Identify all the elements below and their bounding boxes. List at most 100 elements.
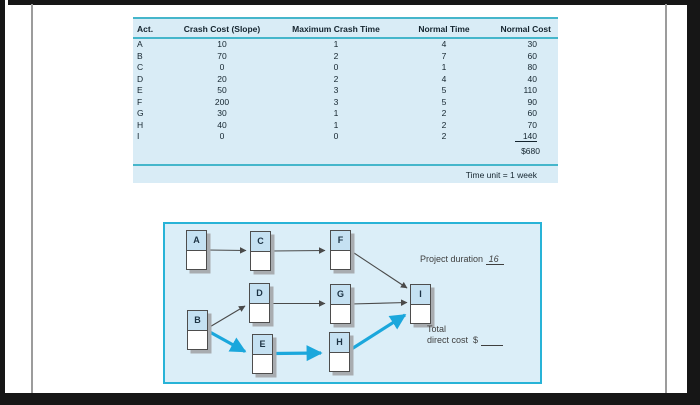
cell-act: A bbox=[137, 39, 143, 49]
cell-normal-time: 4 bbox=[441, 73, 447, 84]
node-label: G bbox=[331, 285, 350, 305]
cell-normal-cost: 80 bbox=[527, 62, 537, 72]
table-top-rule bbox=[133, 17, 558, 19]
edge-c-f bbox=[270, 247, 326, 254]
time-unit-note: Time unit = 1 week bbox=[465, 170, 537, 180]
node-H: H bbox=[329, 332, 350, 372]
cell-max-crash-time: 0 bbox=[333, 131, 339, 141]
cell-normal-cost: 110 bbox=[523, 85, 537, 95]
cell-act: H bbox=[137, 119, 144, 130]
currency-symbol: $ bbox=[473, 335, 479, 345]
cell-crash-cost: 10 bbox=[217, 39, 227, 49]
cell-crash-cost: 20 bbox=[217, 73, 227, 84]
crash-cost-table: Act. Crash Cost (Slope) Maximum Crash Ti… bbox=[133, 17, 558, 183]
scan-border-top bbox=[8, 0, 700, 5]
node-label: F bbox=[331, 231, 350, 251]
project-network-diagram: A C F D G I B E H Project duration 16 To… bbox=[163, 222, 542, 384]
cell-normal-cost: 140 bbox=[483, 131, 558, 143]
scan-border-left bbox=[0, 0, 5, 398]
table-row: A 10 1 4 30 bbox=[133, 39, 558, 51]
table-row: H 40 1 2 70 bbox=[133, 120, 558, 132]
edge-g-i bbox=[350, 299, 408, 306]
cell-normal-time: 7 bbox=[441, 50, 447, 61]
cell-crash-cost: 70 bbox=[217, 50, 227, 61]
cell-crash-cost: 200 bbox=[214, 96, 230, 107]
cell-act: G bbox=[137, 108, 144, 118]
scan-border-right bbox=[687, 0, 700, 393]
cell-crash-cost: 0 bbox=[219, 62, 225, 72]
table-row: E 50 3 5 110 bbox=[133, 85, 558, 97]
total-direct-cost-annotation: Total direct cost $ bbox=[427, 324, 503, 346]
edge-a-c bbox=[206, 247, 247, 254]
direct-cost-label: direct cost bbox=[427, 335, 469, 345]
table-row: I 0 0 2 140 bbox=[133, 131, 558, 143]
table-row: C 0 0 1 80 bbox=[133, 62, 558, 74]
node-label: H bbox=[330, 333, 349, 353]
total-direct-cost-blank bbox=[480, 336, 503, 346]
cell-crash-cost: 50 bbox=[217, 85, 227, 95]
total-label: Total bbox=[427, 324, 447, 334]
total-direct-cost-sum: $680 bbox=[521, 146, 540, 156]
cell-normal-cost: 60 bbox=[527, 50, 537, 61]
edge-e-h-critical bbox=[272, 345, 323, 362]
table-row: B 70 2 7 60 bbox=[133, 51, 558, 63]
node-F: F bbox=[330, 230, 351, 270]
column-header-max-crash-time: Maximum Crash Time bbox=[292, 24, 380, 34]
cell-max-crash-time: 3 bbox=[333, 85, 339, 95]
cell-normal-time: 2 bbox=[441, 119, 447, 130]
scan-border-bottom bbox=[0, 393, 700, 405]
cell-crash-cost: 0 bbox=[219, 131, 225, 141]
cell-normal-cost: 30 bbox=[527, 39, 537, 49]
node-C: C bbox=[250, 231, 271, 271]
node-B: B bbox=[187, 310, 208, 350]
cell-act: F bbox=[137, 96, 143, 107]
cell-crash-cost: 40 bbox=[217, 119, 227, 130]
cell-max-crash-time: 1 bbox=[333, 108, 339, 118]
cell-max-crash-time: 2 bbox=[333, 50, 339, 61]
edge-f-i bbox=[350, 250, 408, 289]
cell-normal-cost: 60 bbox=[527, 108, 537, 118]
column-header-normal-cost: Normal Cost bbox=[500, 24, 551, 34]
page-edge-line-right bbox=[665, 4, 667, 393]
table-row: F 200 3 5 90 bbox=[133, 97, 558, 109]
table-body: A 10 1 4 30 B 70 2 7 60 C 0 0 1 80 D 20 … bbox=[133, 39, 558, 143]
node-D: D bbox=[249, 283, 270, 323]
cell-normal-time: 4 bbox=[441, 39, 447, 49]
cell-max-crash-time: 1 bbox=[333, 119, 339, 130]
cell-normal-cost: 70 bbox=[527, 119, 537, 130]
column-header-normal-time: Normal Time bbox=[418, 24, 470, 34]
table-row: G 30 1 2 60 bbox=[133, 108, 558, 120]
node-label: D bbox=[250, 284, 269, 304]
cell-normal-time: 2 bbox=[441, 131, 447, 141]
cell-normal-time: 5 bbox=[441, 96, 447, 107]
node-label: I bbox=[411, 285, 430, 305]
cell-act: E bbox=[137, 85, 143, 95]
node-I: I bbox=[410, 284, 431, 324]
node-label: A bbox=[187, 231, 206, 251]
table-bottom-rule bbox=[133, 164, 558, 166]
node-A: A bbox=[186, 230, 207, 270]
node-label: E bbox=[253, 335, 272, 355]
table-row: D 20 2 4 40 bbox=[133, 74, 558, 86]
cell-normal-time: 1 bbox=[441, 62, 447, 72]
node-G: G bbox=[330, 284, 351, 324]
edge-h-i-critical bbox=[349, 313, 407, 352]
node-label: B bbox=[188, 311, 207, 331]
cell-max-crash-time: 0 bbox=[333, 62, 339, 72]
project-duration-annotation: Project duration 16 bbox=[420, 254, 504, 265]
cell-normal-cost: 90 bbox=[527, 96, 537, 107]
cell-normal-cost-sum: 140 bbox=[514, 131, 537, 142]
cell-act: B bbox=[137, 50, 143, 61]
page-edge-line-left bbox=[31, 4, 33, 393]
column-header-crash-cost: Crash Cost (Slope) bbox=[183, 24, 261, 34]
edge-b-d bbox=[207, 305, 246, 329]
cell-act: C bbox=[137, 62, 144, 72]
project-duration-value: 16 bbox=[485, 254, 504, 265]
cell-max-crash-time: 3 bbox=[333, 96, 339, 107]
cell-max-crash-time: 1 bbox=[333, 39, 339, 49]
edge-b-e-critical bbox=[207, 329, 247, 353]
edges-layer bbox=[206, 247, 408, 362]
project-duration-label: Project duration bbox=[420, 254, 484, 264]
node-E: E bbox=[252, 334, 273, 374]
cell-normal-time: 5 bbox=[441, 85, 447, 95]
